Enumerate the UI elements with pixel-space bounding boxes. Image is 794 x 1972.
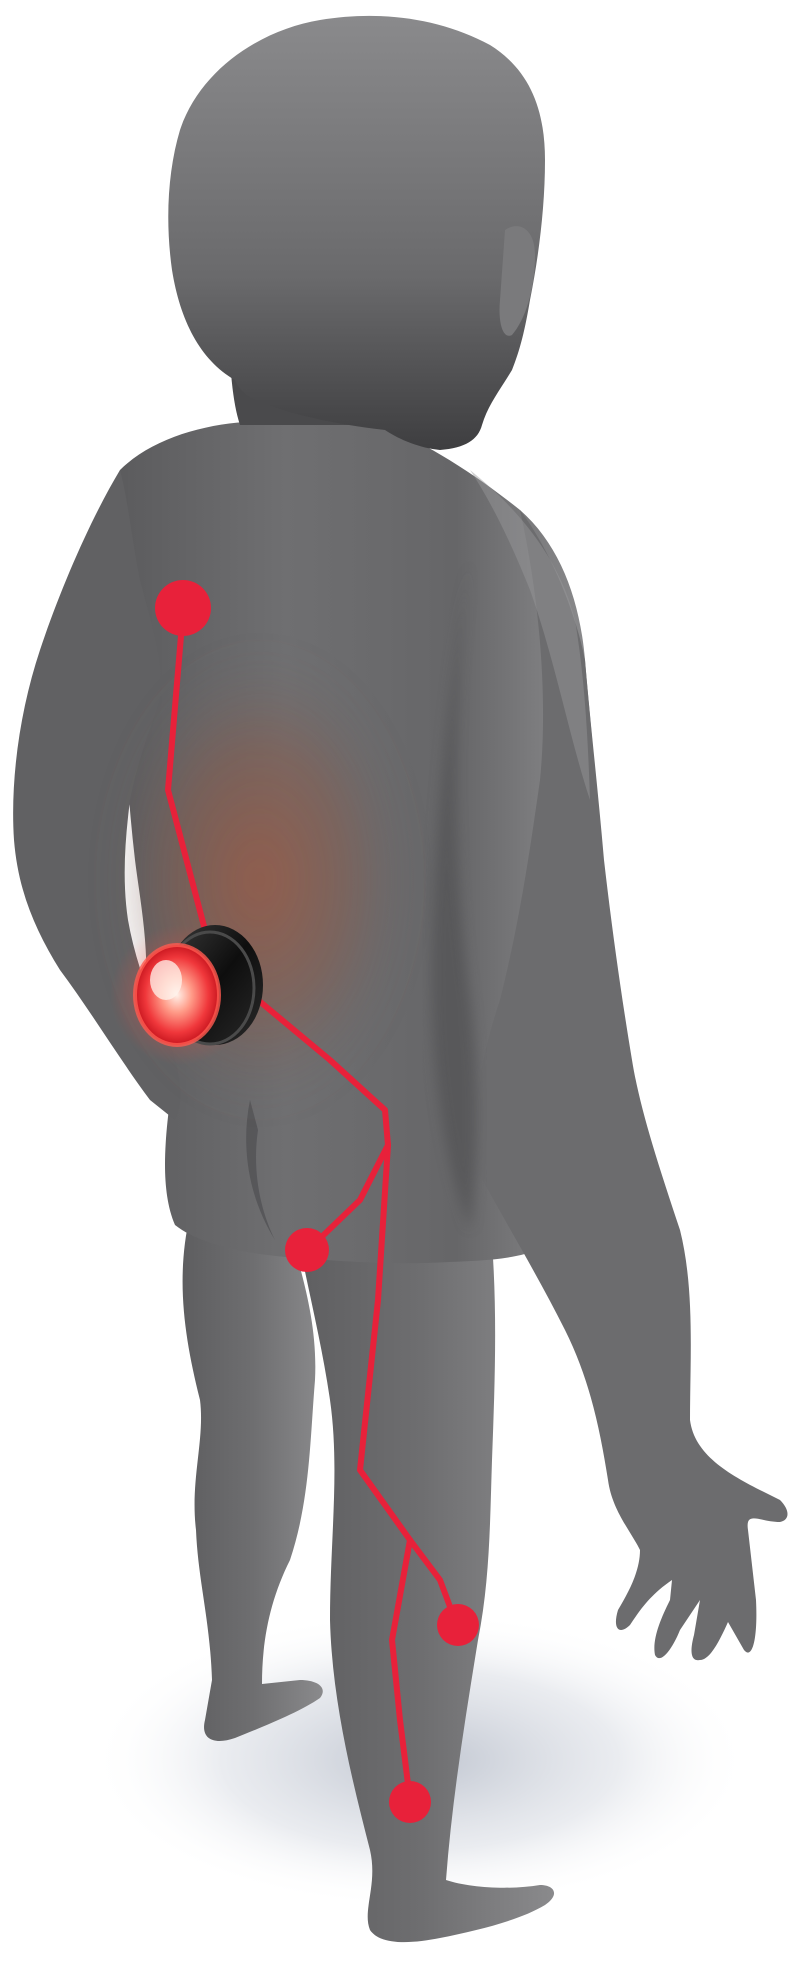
nerve-endpoint-dot [389,1781,431,1823]
ear [500,226,536,336]
head [168,16,545,450]
nerve-endpoint-dot [285,1228,329,1272]
device-highlight [150,960,182,1000]
nerve-endpoint-dot [437,1604,479,1646]
nerve-endpoint-dot [155,580,211,636]
